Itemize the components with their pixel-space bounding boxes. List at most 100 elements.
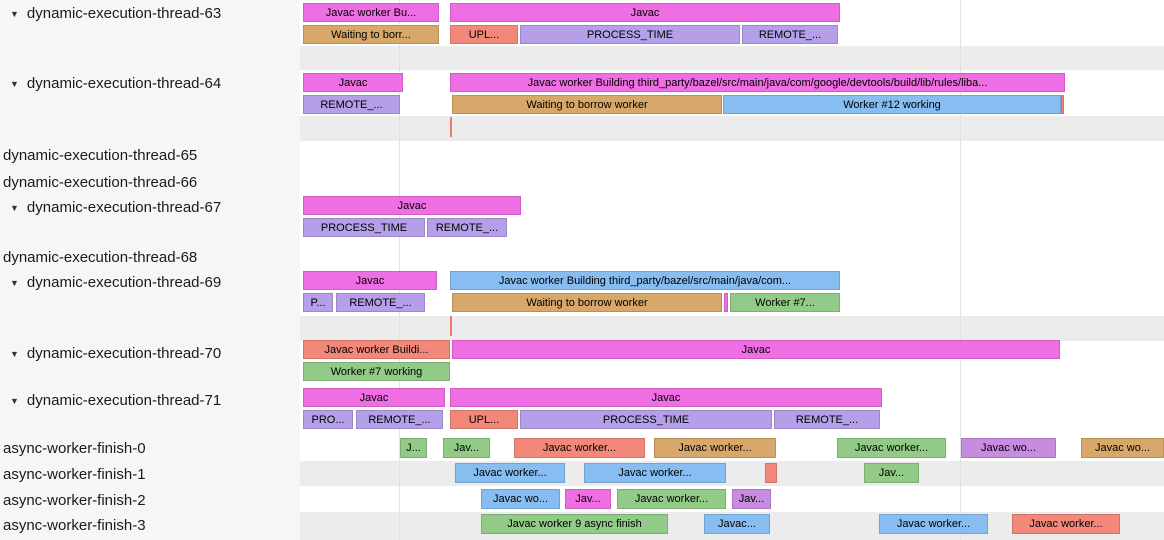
trace-slice[interactable]: PROCESS_TIME (303, 218, 425, 237)
thread-row-label[interactable]: async-worker-finish-2 (0, 488, 300, 512)
slice-label: Javac (741, 343, 771, 356)
slice-label: Javac worker Buildi... (324, 343, 429, 356)
thread-row-label[interactable]: ▼ dynamic-execution-thread-71 (0, 388, 300, 412)
trace-slice[interactable]: Javac worker Building third_party/bazel/… (450, 73, 1065, 92)
slice-label: Javac worker... (473, 467, 547, 479)
slice-label: Javac wo... (1094, 442, 1151, 454)
slice-label: Worker #7 working (330, 365, 423, 378)
thread-row-label[interactable]: ▼dynamic-execution-thread-69 (0, 270, 300, 294)
slice-label: Worker #12 working (843, 98, 941, 111)
trace-slice[interactable]: Javac worker... (654, 438, 776, 458)
trace-slice[interactable]: Worker #12 working (723, 95, 1061, 114)
thread-label-column: ▼dynamic-execution-thread-63▼dynamic-exe… (0, 0, 300, 540)
trace-slice[interactable]: UPL... (450, 25, 518, 44)
trace-slice[interactable]: UPL... (450, 410, 518, 429)
trace-slice[interactable]: Javac worker... (837, 438, 946, 458)
thread-row-label[interactable]: ▼dynamic-execution-thread-70 (0, 341, 300, 365)
slice-label: Javac wo... (980, 442, 1037, 454)
trace-slice[interactable]: J... (400, 438, 427, 458)
trace-slice[interactable]: REMOTE_... (427, 218, 507, 237)
trace-slice[interactable]: Javac (450, 3, 840, 22)
slice-label: Javac worker... (542, 442, 617, 454)
trace-slice[interactable]: Javac worker... (584, 463, 726, 483)
trace-slice[interactable]: Jav... (732, 489, 771, 509)
trace-slice[interactable]: Javac (303, 271, 437, 290)
expand-triangle-icon[interactable]: ▼ (10, 348, 19, 359)
trace-slice[interactable]: PROCESS_TIME (520, 410, 772, 429)
trace-slice[interactable]: Javac (450, 388, 882, 407)
trace-slice[interactable]: Waiting to borrow worker (452, 293, 722, 312)
trace-slice[interactable]: Jav... (565, 489, 611, 509)
trace-slice[interactable]: REMOTE_... (303, 95, 400, 114)
slice-label: Javac worker Building third_party/bazel/… (527, 76, 988, 89)
trace-slice[interactable] (765, 463, 777, 483)
slice-label: REMOTE_... (368, 413, 431, 426)
trace-slice[interactable]: Javac worker Buildi... (303, 340, 450, 359)
trace-slice[interactable]: PROCESS_TIME (520, 25, 740, 44)
trace-slice[interactable]: REMOTE_... (742, 25, 838, 44)
trace-slice[interactable]: Javac (303, 73, 403, 92)
slice-label: Javac worker... (618, 467, 692, 479)
trace-slice[interactable]: Javac worker... (617, 489, 726, 509)
expand-triangle-icon[interactable]: ▼ (10, 78, 19, 89)
slice-label: Javac worker... (1029, 518, 1103, 530)
trace-slice[interactable]: PRO... (303, 410, 353, 429)
trace-slice[interactable]: Jav... (864, 463, 919, 483)
slice-label: Javac worker 9 async finish (507, 518, 642, 530)
slice-label: Javac worker Bu... (325, 6, 417, 19)
thread-row-label[interactable]: ▼dynamic-execution-thread-67 (0, 195, 300, 219)
trace-slice[interactable]: Javac worker... (1012, 514, 1120, 534)
thread-row-label[interactable]: dynamic-execution-thread-65 (0, 143, 300, 167)
slice-label: Jav... (575, 493, 601, 505)
trace-slice[interactable] (724, 293, 728, 312)
trace-slice[interactable]: Javac (303, 196, 521, 215)
expand-triangle-icon[interactable]: ▼ (10, 202, 19, 213)
thread-row-label[interactable]: async-worker-finish-0 (0, 436, 300, 460)
trace-slice[interactable]: Worker #7... (730, 293, 840, 312)
expand-triangle-icon[interactable]: ▼ (10, 277, 19, 288)
trace-slice[interactable]: Waiting to borrow worker (452, 95, 722, 114)
trace-slice[interactable]: Javac wo... (481, 489, 560, 509)
slice-label: REMOTE_... (758, 28, 822, 41)
trace-slice[interactable]: P... (303, 293, 333, 312)
thread-row-label[interactable]: async-worker-finish-1 (0, 462, 300, 486)
trace-slice[interactable]: Worker #7 working (303, 362, 450, 381)
slice-label: Javac worker... (854, 442, 929, 454)
expand-triangle-icon[interactable]: ▼ (10, 395, 19, 406)
trace-slice[interactable]: Javac worker Bu... (303, 3, 439, 22)
trace-slice[interactable]: Javac worker Building third_party/bazel/… (450, 271, 840, 290)
trace-slice[interactable]: Javac (452, 340, 1060, 359)
trace-slice[interactable]: Javac... (704, 514, 770, 534)
slice-label: Javac (355, 274, 385, 287)
expand-triangle-icon[interactable]: ▼ (10, 8, 19, 19)
trace-slice[interactable]: REMOTE_... (336, 293, 425, 312)
trace-slice[interactable]: Jav... (443, 438, 490, 458)
thread-row-label[interactable]: dynamic-execution-thread-68 (0, 245, 300, 269)
thread-row-label[interactable]: dynamic-execution-thread-66 (0, 170, 300, 194)
slice-label: Javac (397, 199, 427, 212)
slice-label: REMOTE_... (320, 98, 383, 111)
thread-row-label[interactable]: ▼dynamic-execution-thread-63 (0, 1, 300, 25)
trace-slice[interactable]: Javac worker... (514, 438, 645, 458)
slice-label: PROCESS_TIME (602, 413, 690, 426)
trace-slice[interactable]: REMOTE_... (774, 410, 880, 429)
trace-slice[interactable]: Javac wo... (961, 438, 1056, 458)
tiny-slice-tick[interactable] (450, 316, 452, 336)
trace-slice[interactable]: Javac (303, 388, 445, 407)
slice-label: Javac (338, 76, 368, 89)
tiny-slice-tick[interactable] (450, 117, 452, 137)
trace-slice[interactable] (1061, 95, 1064, 114)
trace-slice[interactable]: Javac worker... (455, 463, 565, 483)
thread-name: dynamic-execution-thread-71 (26, 391, 222, 409)
slice-label: Javac worker... (634, 493, 709, 505)
trace-slice[interactable]: Javac worker... (879, 514, 988, 534)
slice-label: Javac worker Building third_party/bazel/… (498, 274, 792, 287)
thread-row-label[interactable]: async-worker-finish-3 (0, 513, 300, 537)
trace-slice[interactable]: REMOTE_... (356, 410, 443, 429)
trace-slice[interactable]: Waiting to borr... (303, 25, 439, 44)
trace-slice[interactable]: Javac worker 9 async finish (481, 514, 668, 534)
thread-row-label[interactable]: ▼dynamic-execution-thread-64 (0, 71, 300, 95)
trace-slice[interactable]: Javac wo... (1081, 438, 1164, 458)
